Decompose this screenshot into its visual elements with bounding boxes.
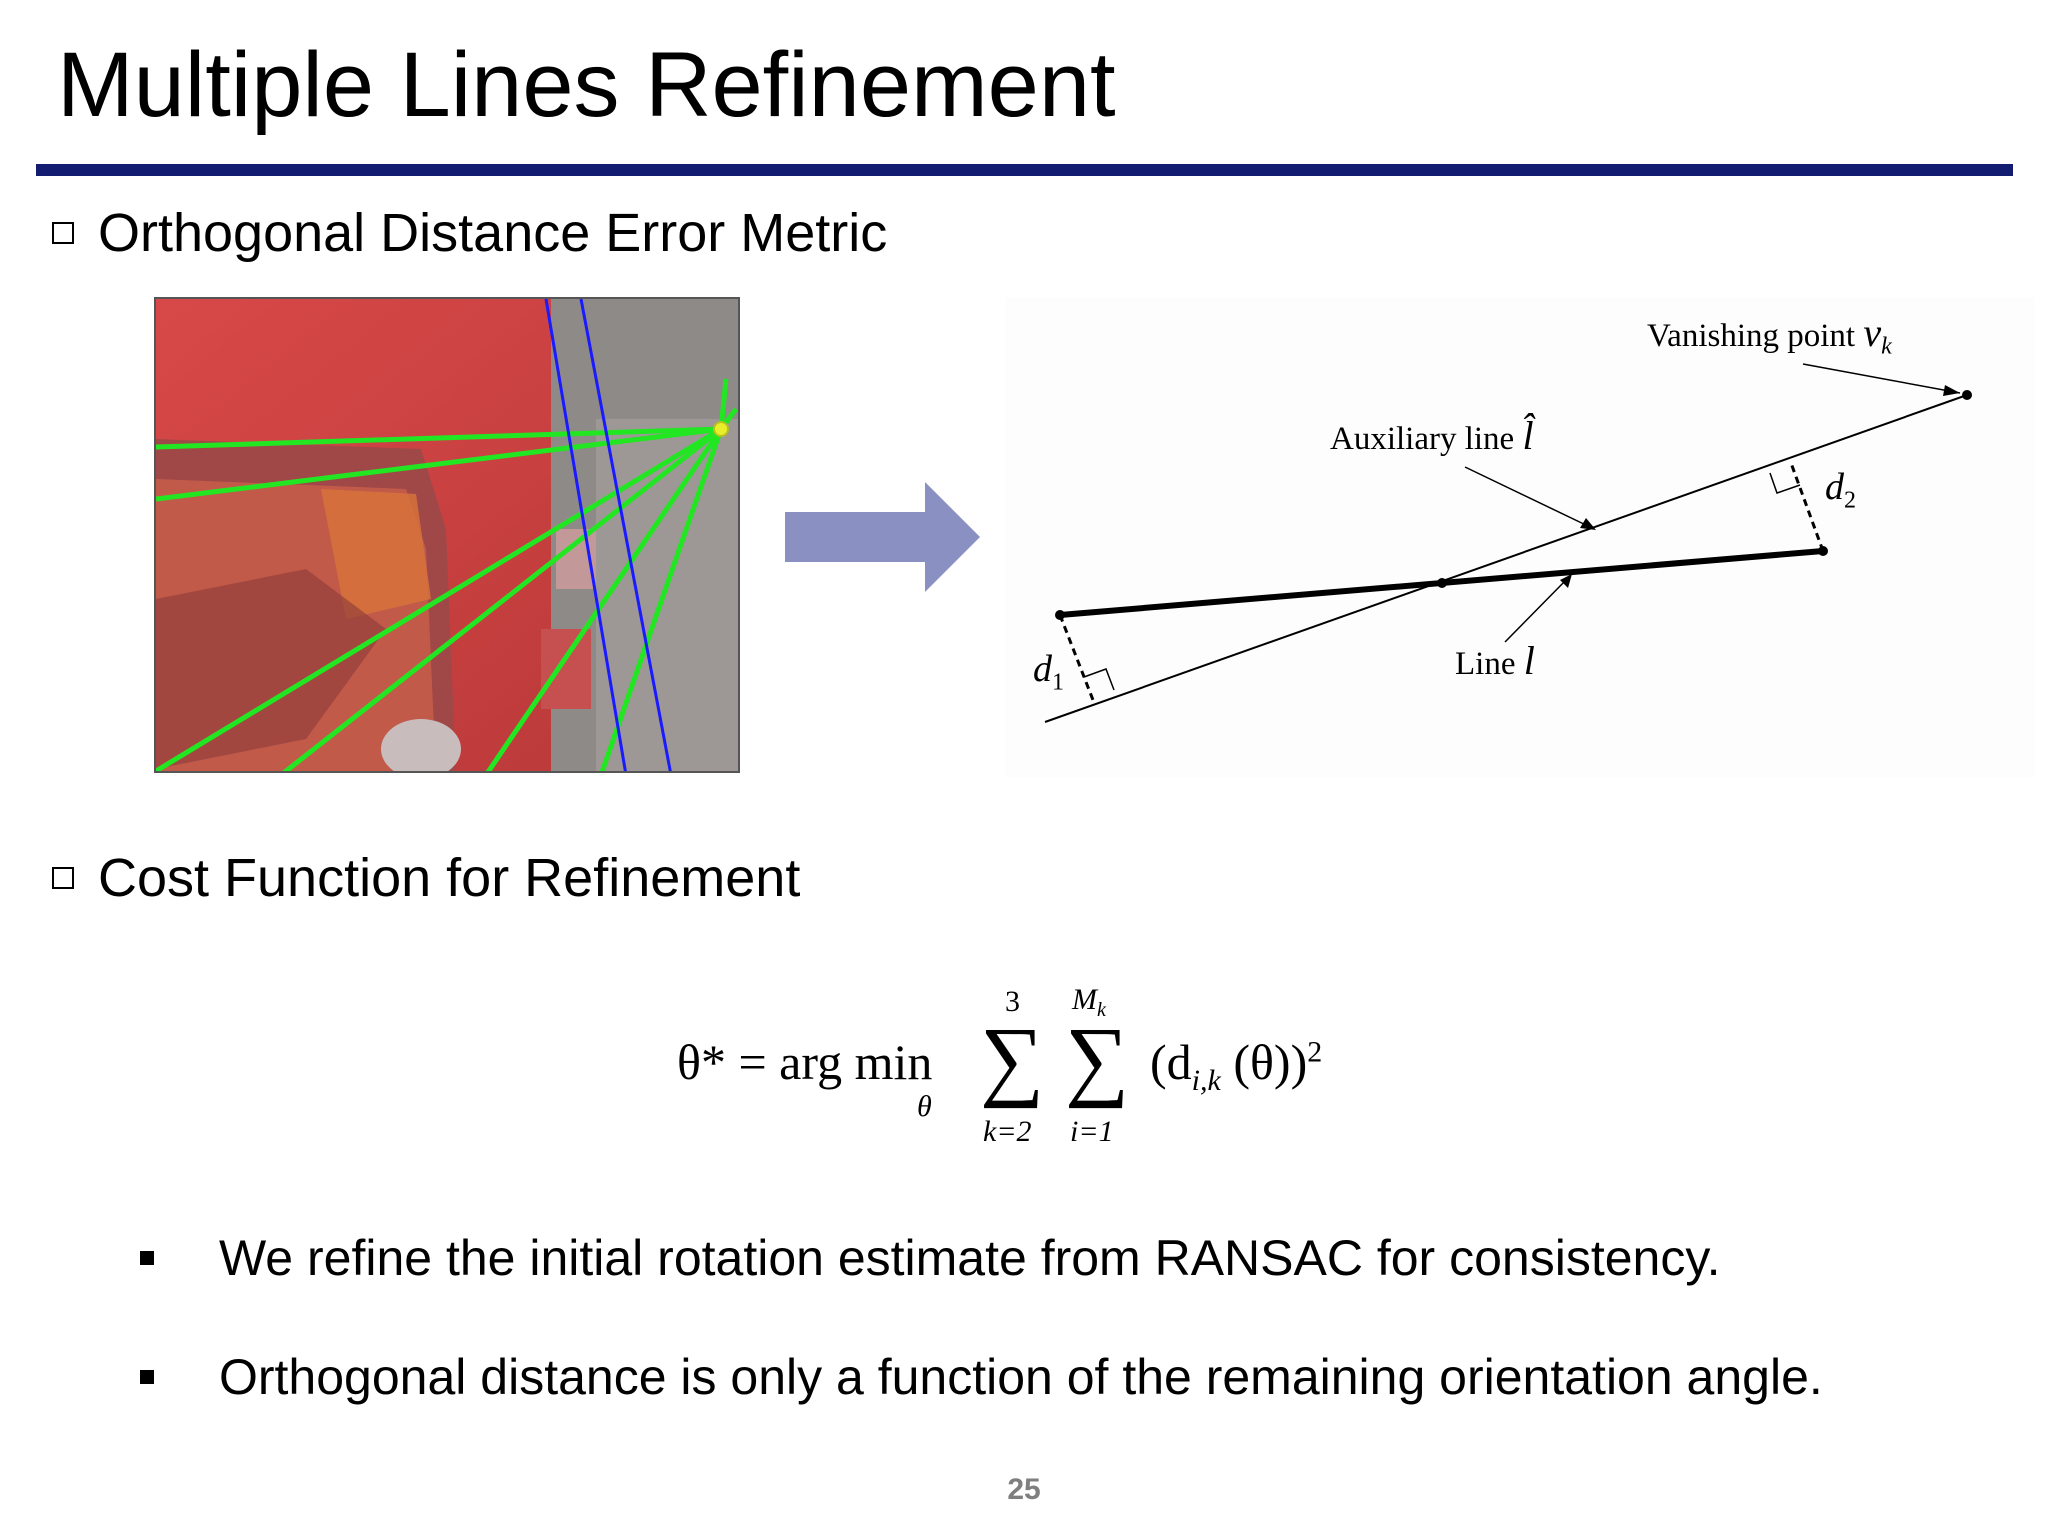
formula-argmin-subscript: θ bbox=[917, 1090, 932, 1123]
bullet-item: We refine the initial rotation estimate … bbox=[140, 1228, 1721, 1288]
vanishing-point-label: Vanishing point vk bbox=[1647, 310, 1892, 360]
section-heading-cost-function: Cost Function for Refinement bbox=[52, 846, 800, 910]
title-rule bbox=[36, 164, 2013, 176]
scene-photo-illustration bbox=[156, 299, 738, 771]
square-bullet-icon bbox=[140, 1251, 154, 1265]
checkbox-bullet-icon bbox=[52, 222, 74, 244]
bullet-text: Orthogonal distance is only a function o… bbox=[219, 1349, 1823, 1405]
section-label: Cost Function for Refinement bbox=[98, 848, 801, 908]
cost-function-formula: θ* = arg min θ 3 ∑ k=2 Mk ∑ i=1 (di,k (θ… bbox=[665, 975, 1385, 1155]
auxiliary-line-label: Auxiliary line l̂ bbox=[1330, 413, 1534, 458]
slide-title: Multiple Lines Refinement bbox=[57, 34, 1116, 136]
section-label: Orthogonal Distance Error Metric bbox=[98, 203, 888, 263]
diagram-geometry bbox=[1005, 297, 2035, 777]
formula-body: (di,k (θ))2 bbox=[1150, 1034, 1323, 1097]
bullet-item: Orthogonal distance is only a function o… bbox=[140, 1347, 1823, 1407]
sum1-upper-limit: 3 bbox=[1005, 985, 1020, 1018]
square-bullet-icon bbox=[140, 1370, 154, 1384]
bullet-text: We refine the initial rotation estimate … bbox=[219, 1230, 1721, 1286]
orthogonal-distance-diagram: Vanishing point vk Auxiliary line l̂ Lin… bbox=[1005, 297, 2035, 782]
d2-label: d2 bbox=[1825, 466, 1856, 514]
section-heading-error-metric: Orthogonal Distance Error Metric bbox=[52, 201, 887, 265]
right-arrow-icon bbox=[785, 482, 980, 592]
checkbox-bullet-icon bbox=[52, 867, 74, 889]
sum2-upper-limit: Mk bbox=[1072, 983, 1106, 1021]
formula-lhs: θ* = arg min bbox=[677, 1034, 933, 1090]
sum1-symbol: ∑ bbox=[980, 1010, 1045, 1109]
sum1-lower-limit: k=2 bbox=[983, 1115, 1032, 1148]
d1-label: d1 bbox=[1033, 648, 1064, 696]
page-number: 25 bbox=[1007, 1473, 1041, 1506]
scene-photo bbox=[154, 297, 740, 773]
sum2-lower-limit: i=1 bbox=[1070, 1115, 1114, 1148]
line-l-label: Line l bbox=[1455, 638, 1535, 683]
sum2-symbol: ∑ bbox=[1065, 1010, 1130, 1109]
